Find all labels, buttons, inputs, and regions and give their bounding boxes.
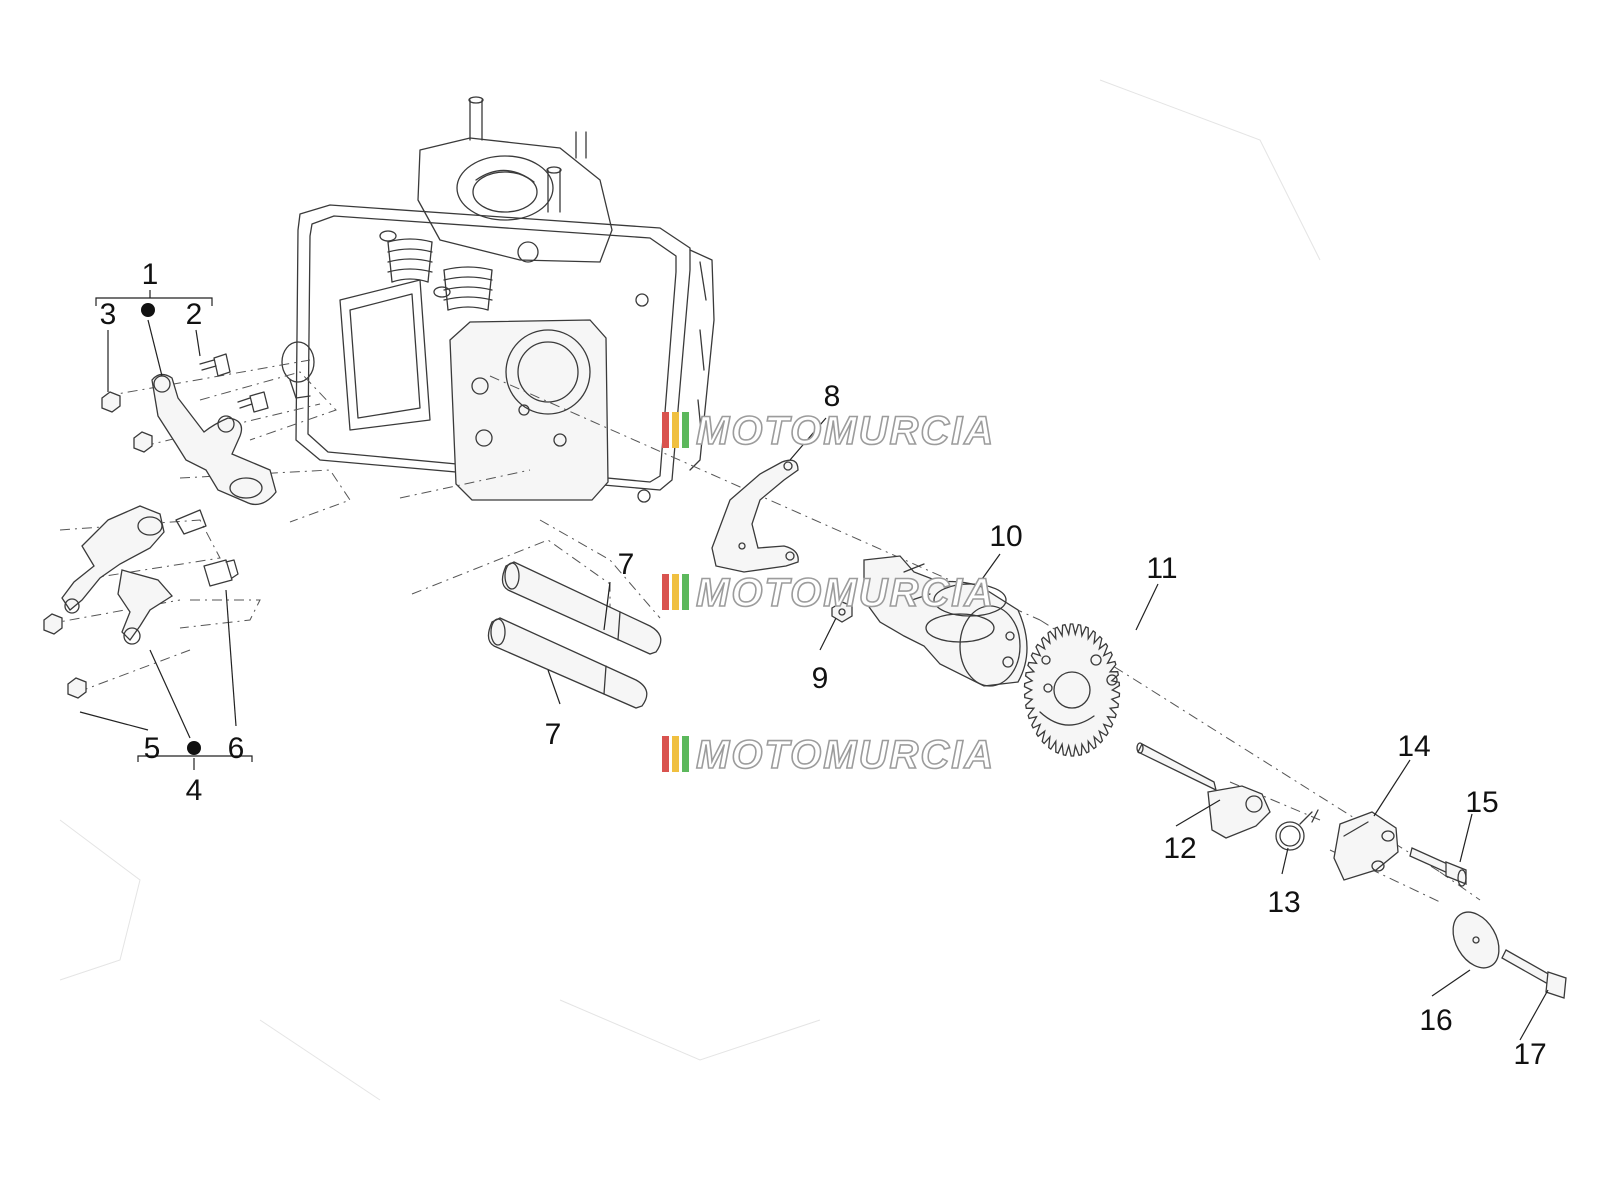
watermark-stripe — [682, 412, 689, 448]
lever-support — [1333, 811, 1399, 881]
watermark-middle: MOTOMURCIA — [662, 570, 995, 616]
leader-lines — [79, 290, 1549, 1041]
callout-11: 11 — [1146, 552, 1177, 585]
rocker-shaft-pins — [487, 561, 662, 709]
callout-4: 4 — [186, 774, 203, 807]
rocker-arm-lower — [61, 505, 239, 645]
callout-6: 6 — [228, 732, 245, 765]
bullet-dot-4 — [187, 741, 201, 755]
callout-3: 3 — [100, 298, 117, 331]
watermark-text: MOTOMURCIA — [696, 733, 995, 777]
decompressor-lever — [1136, 742, 1271, 839]
callout-2: 2 — [186, 298, 203, 331]
watermark-top: MOTOMURCIA — [662, 408, 995, 454]
nut-5 — [67, 677, 87, 699]
callout-numbers: 1 2 3 4 5 6 7 7 8 9 10 11 12 13 14 15 16… — [100, 258, 1547, 1071]
watermark-stripe — [662, 574, 669, 610]
screw-15 — [1409, 847, 1467, 887]
callout-15: 15 — [1465, 786, 1498, 819]
watermark-stripe — [682, 736, 689, 772]
watermark-bottom: MOTOMURCIA — [662, 732, 995, 778]
callout-17: 17 — [1513, 1038, 1546, 1071]
cam-sprocket — [1023, 623, 1121, 757]
bolt-17 — [1501, 949, 1567, 999]
callout-5: 5 — [144, 732, 161, 765]
callout-1: 1 — [142, 258, 159, 291]
camshaft — [863, 555, 1028, 687]
watermark-stripe — [672, 736, 679, 772]
rocker-arm-upper — [151, 353, 277, 506]
nut-upper — [133, 431, 153, 453]
callout-7b: 7 — [545, 718, 562, 751]
watermark-stripe — [662, 736, 669, 772]
callout-14: 14 — [1397, 730, 1430, 763]
watermark-stripe — [662, 412, 669, 448]
background-ghost-lines — [59, 79, 1321, 1101]
bolt-9 — [831, 601, 853, 623]
watermark-stripe — [672, 412, 679, 448]
cylinder-head — [281, 96, 715, 503]
callout-12: 12 — [1163, 832, 1196, 865]
nut-3 — [101, 391, 121, 413]
washer-16 — [1452, 911, 1500, 969]
breather-plate — [711, 459, 799, 573]
callout-9: 9 — [812, 662, 829, 695]
bullet-dot-1 — [141, 303, 155, 317]
callout-10: 10 — [989, 520, 1022, 553]
nut-lower — [43, 613, 63, 635]
callout-8: 8 — [824, 380, 841, 413]
callout-16: 16 — [1419, 1004, 1452, 1037]
watermark-stripe — [682, 574, 689, 610]
callout-13: 13 — [1267, 886, 1300, 919]
spring-13 — [1275, 809, 1319, 851]
watermark-text: MOTOMURCIA — [696, 571, 995, 615]
watermark-stripe — [672, 574, 679, 610]
callout-7a: 7 — [618, 548, 635, 581]
watermark-text: MOTOMURCIA — [696, 409, 995, 453]
